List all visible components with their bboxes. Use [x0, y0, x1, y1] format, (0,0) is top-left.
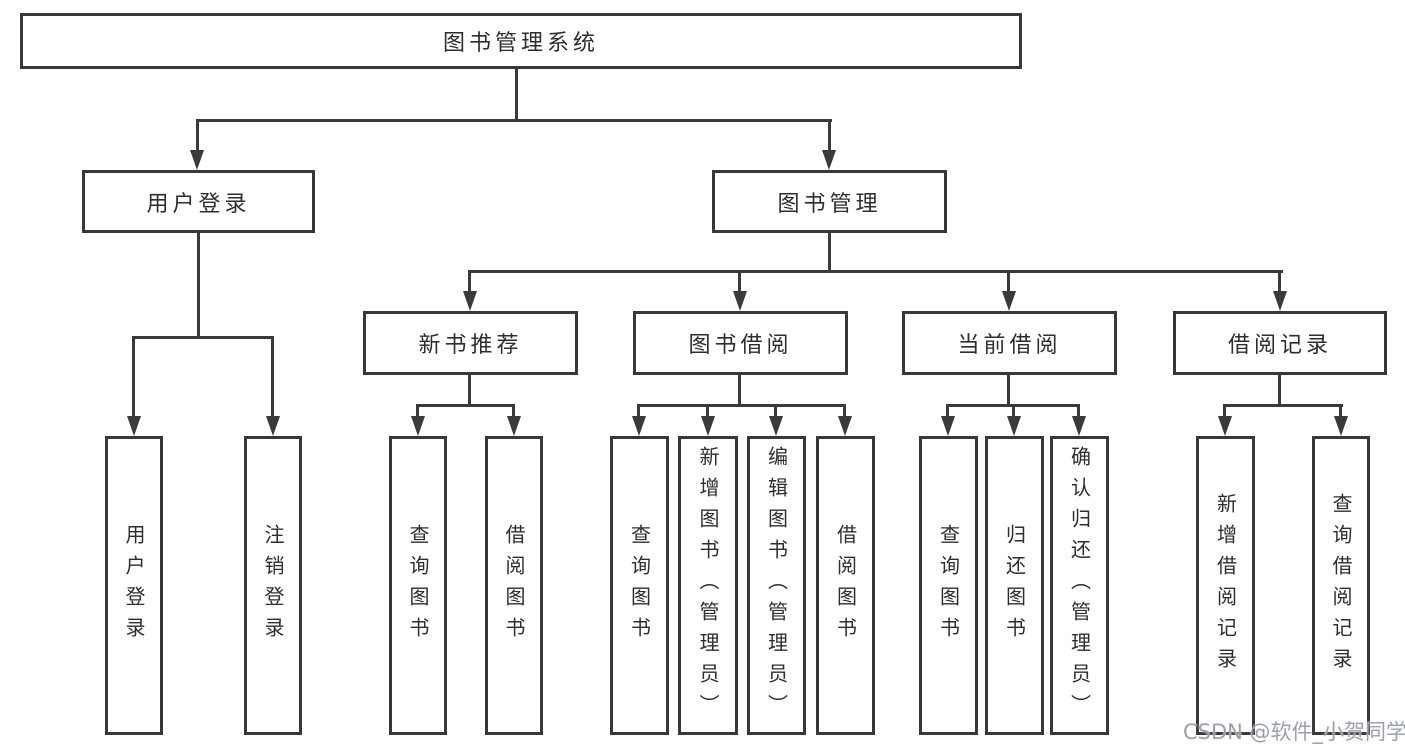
node-library-system-label: 图书管理系统 [442, 31, 599, 56]
arrowhead-icon [127, 416, 141, 436]
arrowhead-icon [822, 150, 836, 170]
connector-line [738, 375, 741, 407]
arrowhead-icon [1334, 416, 1348, 436]
arrowhead-icon [1072, 416, 1086, 436]
connector-line [512, 404, 515, 416]
node-book-borrowing-label: 图书借阅 [688, 333, 793, 358]
arrowhead-icon [507, 416, 521, 436]
node-borrow-records-label: 借阅记录 [1227, 333, 1332, 358]
leaf-edit-book-admin-label: 编辑图书（管理员） [764, 446, 789, 725]
arrowhead-icon [838, 416, 852, 436]
node-book-borrowing: 图书借阅 [633, 311, 848, 375]
arrowhead-icon [411, 416, 425, 436]
arrowhead-icon [1007, 416, 1021, 436]
leaf-confirm-return-admin: 确认归还（管理员） [1050, 436, 1109, 735]
connector-line [1339, 404, 1342, 416]
node-current-borrowing: 当前借阅 [902, 311, 1117, 375]
leaf-query-borrow-record-label: 查询借阅记录 [1329, 492, 1353, 679]
arrowhead-icon [701, 416, 715, 436]
arrowhead-icon [463, 291, 477, 311]
leaf-borrow-books-label: 借阅图书 [833, 523, 858, 648]
connector-line [738, 270, 741, 292]
leaf-query-books-recommend: 查询图书 [389, 436, 447, 735]
arrowhead-icon [1273, 291, 1287, 311]
connector-line [1278, 270, 1281, 292]
node-new-book-recommend-label: 新书推荐 [418, 333, 523, 358]
connector-line [468, 270, 1283, 273]
leaf-add-borrow-record-label: 新增借阅记录 [1213, 492, 1238, 679]
node-user-login: 用户登录 [82, 170, 315, 233]
arrowhead-icon [266, 416, 280, 436]
connector-line [946, 404, 949, 416]
connector-line [637, 404, 640, 416]
connector-line [132, 336, 274, 339]
connector-line [468, 270, 471, 292]
node-library-system: 图书管理系统 [20, 13, 1022, 69]
leaf-borrow-books-recommend-label: 借阅图书 [502, 523, 526, 648]
connector-line [828, 233, 831, 273]
leaf-return-book: 归还图书 [985, 436, 1044, 735]
leaf-query-borrow-record: 查询借阅记录 [1312, 436, 1370, 735]
leaf-borrow-books: 借阅图书 [816, 436, 875, 735]
arrowhead-icon [190, 150, 204, 170]
leaf-query-books-borrowing: 查询图书 [610, 436, 669, 735]
arrowhead-icon [1218, 416, 1232, 436]
leaf-edit-book-admin: 编辑图书（管理员） [747, 436, 806, 735]
arrowhead-icon [733, 291, 747, 311]
node-current-borrowing-label: 当前借阅 [957, 333, 1062, 358]
connector-line [468, 375, 471, 407]
leaf-query-books-current-label: 查询图书 [936, 523, 961, 648]
arrowhead-icon [1002, 291, 1016, 311]
connector-line [1012, 404, 1015, 416]
leaf-query-books-current: 查询图书 [919, 436, 978, 735]
leaf-borrow-books-recommend: 借阅图书 [485, 436, 543, 735]
leaf-logout: 注销登录 [244, 436, 302, 735]
leaf-query-books-recommend-label: 查询图书 [406, 523, 430, 648]
arrowhead-icon [769, 416, 783, 436]
leaf-user-login: 用户登录 [105, 436, 163, 735]
connector-line [416, 404, 514, 407]
leaf-logout-label: 注销登录 [261, 523, 285, 648]
connector-line [828, 119, 831, 155]
leaf-confirm-return-admin-label: 确认归还（管理员） [1067, 446, 1092, 725]
node-new-book-recommend: 新书推荐 [363, 311, 578, 375]
leaf-add-borrow-record: 新增借阅记录 [1196, 436, 1255, 735]
node-borrow-records: 借阅记录 [1173, 311, 1387, 375]
connector-line [416, 404, 419, 416]
connector-line [1223, 404, 1343, 407]
connector-line [197, 233, 200, 339]
connector-line [1223, 404, 1226, 416]
leaf-add-book-admin: 新增图书（管理员） [678, 436, 738, 735]
arrowhead-icon [941, 416, 955, 436]
arrowhead-icon [632, 416, 646, 436]
connector-line [1077, 404, 1080, 416]
csdn-watermark: CSDN @软件_小贺同学 [1183, 720, 1405, 744]
node-book-management: 图书管理 [712, 170, 947, 233]
connector-line [706, 404, 709, 416]
connector-line [132, 336, 135, 416]
connector-line [196, 119, 832, 122]
leaf-query-books-borrowing-label: 查询图书 [627, 523, 652, 648]
connector-line [271, 336, 274, 416]
leaf-return-book-label: 归还图书 [1002, 523, 1027, 648]
node-book-management-label: 图书管理 [777, 191, 882, 217]
connector-line [1007, 270, 1010, 292]
leaf-add-book-admin-label: 新增图书（管理员） [696, 446, 720, 725]
leaf-user-login-label: 用户登录 [122, 523, 146, 648]
connector-line [1278, 375, 1281, 407]
node-user-login-label: 用户登录 [146, 191, 251, 217]
connector-line [774, 404, 777, 416]
connector-line [843, 404, 846, 416]
connector-line [515, 69, 518, 122]
connector-line [637, 404, 845, 407]
connector-line [196, 119, 199, 155]
connector-line [1007, 375, 1010, 407]
